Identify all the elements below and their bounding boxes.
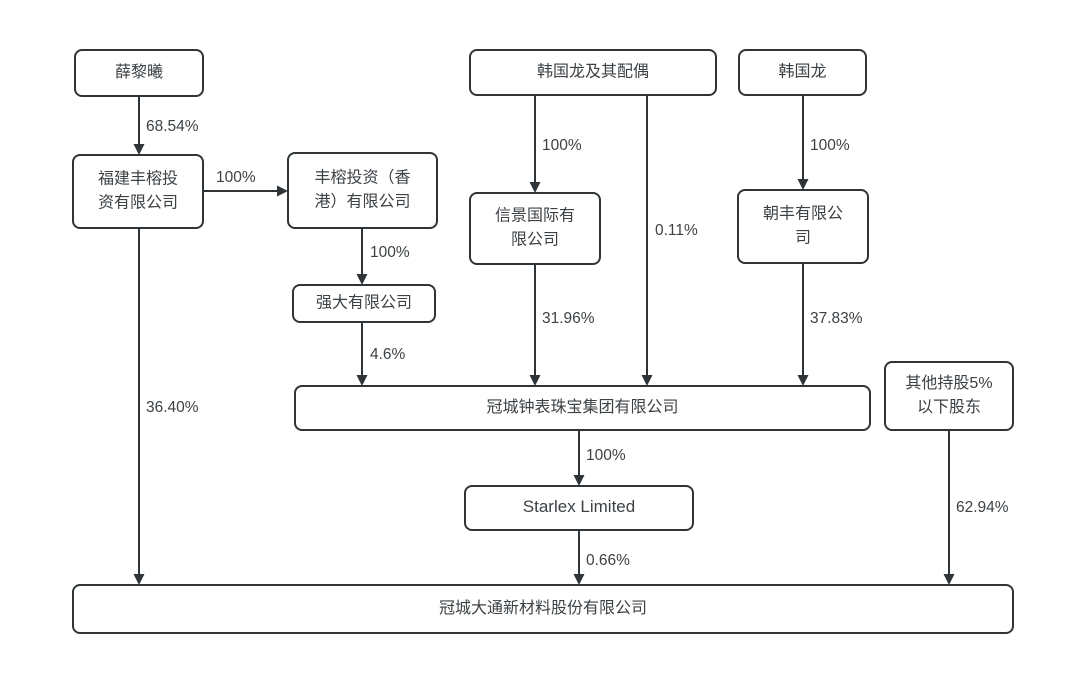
node-label: 朝丰有限公司: [763, 205, 843, 247]
node-box[interactable]: [287, 152, 438, 229]
edge-arrowhead: [277, 185, 288, 197]
edges-layer: 68.54% 100% 100% 4.6% 36.40% 100% 31.96% 0.11% 1…: [133, 95, 1009, 585]
node-box[interactable]: [72, 584, 1014, 634]
node-label: 丰榕投资（香港）有限公司: [314, 169, 410, 211]
node-box[interactable]: [884, 361, 1014, 431]
edge-arrowhead: [797, 375, 809, 386]
edge-arrowhead: [943, 574, 955, 585]
node-label: 冠城钟表珠宝集团有限公司: [486, 398, 678, 416]
node-han_guolong_spouse[interactable]: 韩国龙及其配偶: [469, 49, 717, 96]
node-box[interactable]: [469, 192, 601, 265]
edge-percentage-label: 62.94%: [956, 499, 1009, 516]
edge-arrowhead: [356, 274, 368, 285]
edge-percentage-label: 100%: [586, 447, 626, 464]
node-guancheng_group[interactable]: 冠城钟表珠宝集团有限公司: [294, 385, 871, 431]
node-chaofeng[interactable]: 朝丰有限公司: [737, 189, 869, 264]
node-label: 信景国际有限公司: [495, 207, 575, 249]
edge-arrowhead: [133, 144, 145, 155]
edge-fujian_fengrong-to-guancheng_datong: 36.40%: [133, 228, 199, 585]
edge-other_holders-to-guancheng_datong: 62.94%: [943, 430, 1009, 585]
node-box[interactable]: [738, 49, 867, 96]
edge-starlex-to-guancheng_datong: 0.66%: [573, 530, 630, 585]
edge-arrowhead: [529, 182, 541, 193]
node-label: Starlex Limited: [523, 497, 635, 516]
edge-arrowhead: [573, 475, 585, 486]
node-box[interactable]: [464, 485, 694, 531]
node-xue_lixi[interactable]: 薛黎曦: [74, 49, 204, 97]
node-other_holders[interactable]: 其他持股5%以下股东: [884, 361, 1014, 431]
edge-fengrong_hk-to-qiangda: 100%: [356, 228, 410, 285]
edge-percentage-label: 0.11%: [655, 222, 698, 239]
edge-arrowhead: [573, 574, 585, 585]
edge-chaofeng-to-guancheng_group: 37.83%: [797, 263, 863, 386]
node-xinjing[interactable]: 信景国际有限公司: [469, 192, 601, 265]
node-box[interactable]: [292, 284, 436, 323]
node-label: 强大有限公司: [316, 294, 412, 312]
edge-fujian_fengrong-to-fengrong_hk: 100%: [203, 169, 288, 197]
edge-han_guolong_spouse-to-xinjing: 100%: [529, 95, 582, 193]
edge-arrowhead: [797, 179, 809, 190]
node-box[interactable]: [737, 189, 869, 264]
node-box[interactable]: [72, 154, 204, 229]
node-label: 冠城大通新材料股份有限公司: [439, 599, 647, 617]
node-label: 韩国龙: [778, 63, 826, 81]
edge-arrowhead: [529, 375, 541, 386]
edge-percentage-label: 100%: [810, 137, 850, 154]
edge-percentage-label: 100%: [216, 169, 256, 186]
edge-percentage-label: 100%: [542, 137, 582, 154]
edge-arrowhead: [641, 375, 653, 386]
edge-arrowhead: [133, 574, 145, 585]
edge-xinjing-to-guancheng_group: 31.96%: [529, 264, 595, 386]
edge-qiangda-to-guancheng_group: 4.6%: [356, 322, 406, 386]
edge-han_guolong-to-chaofeng: 100%: [797, 95, 850, 190]
node-starlex[interactable]: Starlex Limited: [464, 485, 694, 531]
edge-arrowhead: [356, 375, 368, 386]
edge-percentage-label: 31.96%: [542, 310, 595, 327]
edge-percentage-label: 4.6%: [370, 346, 406, 363]
edge-percentage-label: 0.66%: [586, 552, 630, 569]
edge-guancheng_group-to-starlex: 100%: [573, 430, 626, 486]
node-label: 其他持股5%以下股东: [905, 374, 992, 416]
node-fengrong_hk[interactable]: 丰榕投资（香港）有限公司: [287, 152, 438, 229]
edge-percentage-label: 37.83%: [810, 310, 863, 327]
node-han_guolong[interactable]: 韩国龙: [738, 49, 867, 96]
node-box[interactable]: [469, 49, 717, 96]
node-label: 韩国龙及其配偶: [537, 63, 649, 81]
node-box[interactable]: [294, 385, 871, 431]
node-label: 福建丰榕投资有限公司: [98, 170, 178, 212]
edge-xue_lixi-to-fujian_fengrong: 68.54%: [133, 96, 199, 155]
edge-han_guolong_spouse-to-guancheng_group: 0.11%: [641, 95, 698, 386]
node-fujian_fengrong[interactable]: 福建丰榕投资有限公司: [72, 154, 204, 229]
edge-percentage-label: 36.40%: [146, 399, 199, 416]
node-qiangda[interactable]: 强大有限公司: [292, 284, 436, 323]
edge-percentage-label: 68.54%: [146, 118, 199, 135]
edge-percentage-label: 100%: [370, 244, 410, 261]
node-guancheng_datong[interactable]: 冠城大通新材料股份有限公司: [72, 584, 1014, 634]
node-box[interactable]: [74, 49, 204, 97]
node-label: 薛黎曦: [115, 63, 163, 81]
